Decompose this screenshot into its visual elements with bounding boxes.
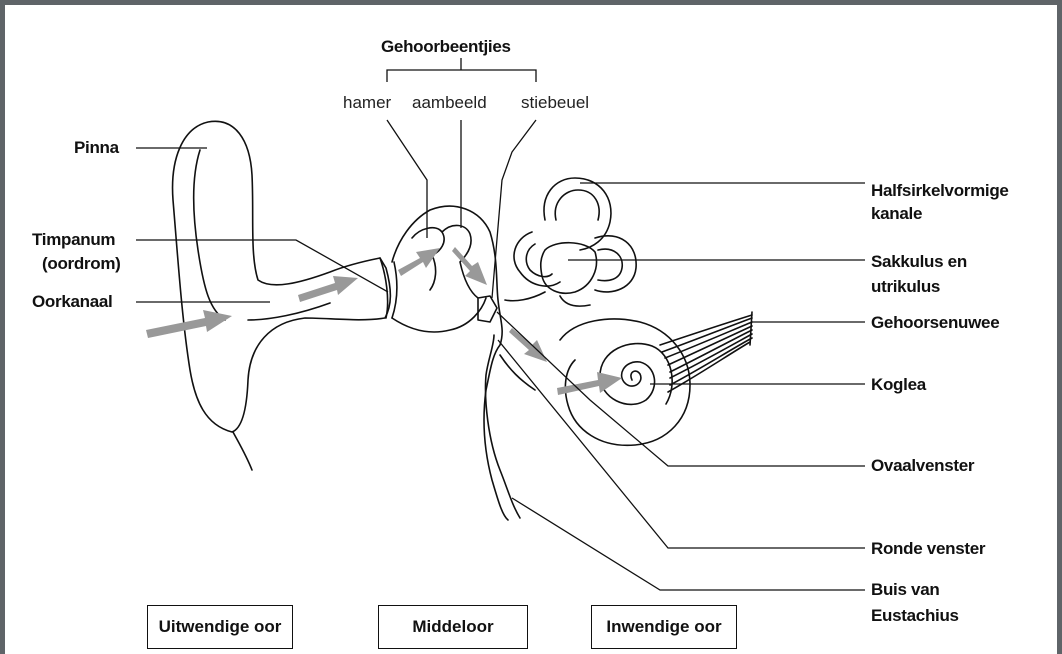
leader-eustachian <box>512 498 865 590</box>
saccule-sublabel: utrikulus <box>871 277 940 297</box>
stirrup-label: stiebeuel <box>521 93 589 113</box>
eustachian-tube <box>486 335 535 518</box>
section-inner-ear: Inwendige oor <box>591 605 737 649</box>
pinna-inner-fold <box>194 150 225 320</box>
semicircular-canal-2 <box>514 232 560 286</box>
eustachian-sublabel: Eustachius <box>871 606 959 626</box>
middle-ear-floor <box>392 298 486 332</box>
leader-round-window <box>498 340 865 548</box>
tympanum-label: Timpanum <box>32 230 115 250</box>
vestibule-base <box>505 292 590 306</box>
semicircular-canal-3-inner <box>598 249 622 281</box>
pinna-outline <box>173 121 391 432</box>
sound-arrow-5 <box>509 328 547 362</box>
leader-hammer <box>387 120 427 238</box>
semicircular-label: Halfsirkelvormige <box>871 181 1009 201</box>
oval-window-label: Ovaalvenster <box>871 456 974 476</box>
section-outer-ear: Uitwendige oor <box>147 605 293 649</box>
eustachian-label: Buis van <box>871 580 939 600</box>
section-middle-ear: Middeloor <box>378 605 528 649</box>
semicircular-sublabel: kanale <box>871 204 922 224</box>
leader-stirrup <box>492 120 536 298</box>
semicircular-canal-2-inner <box>526 244 552 277</box>
cochlea-label: Koglea <box>871 375 926 395</box>
auditory-nerve-edge <box>750 312 752 345</box>
leader-oval-window <box>497 312 865 466</box>
ear-canal-label: Oorkanaal <box>32 292 112 312</box>
saccule-label: Sakkulus en <box>871 252 967 272</box>
semicircular-canal-1-inner <box>555 190 599 220</box>
ear-canal-wall <box>248 303 330 320</box>
ossicles-title: Gehoorbeentjies <box>381 37 511 57</box>
anvil-label: aambeeld <box>412 93 487 113</box>
anvil-shape <box>442 225 478 298</box>
cochlea-spiral <box>600 344 672 405</box>
tympanum-sublabel: (oordrom) <box>42 254 121 274</box>
sound-arrow-4 <box>452 247 487 285</box>
auditory-nerve-fibers <box>660 315 752 392</box>
pinna-label: Pinna <box>74 138 119 158</box>
round-window-label: Ronde venster <box>871 539 985 559</box>
pinna-lobe <box>233 432 252 470</box>
hammer-label: hamer <box>343 93 391 113</box>
bracket-ossicles <box>387 58 536 82</box>
auditory-nerve-label: Gehoorsenuwee <box>871 313 999 333</box>
semicircular-canal-1 <box>544 178 611 250</box>
sound-arrow-1 <box>146 310 232 338</box>
semicircular-canal-3 <box>595 236 636 292</box>
middle-ear-cavity <box>392 206 508 520</box>
